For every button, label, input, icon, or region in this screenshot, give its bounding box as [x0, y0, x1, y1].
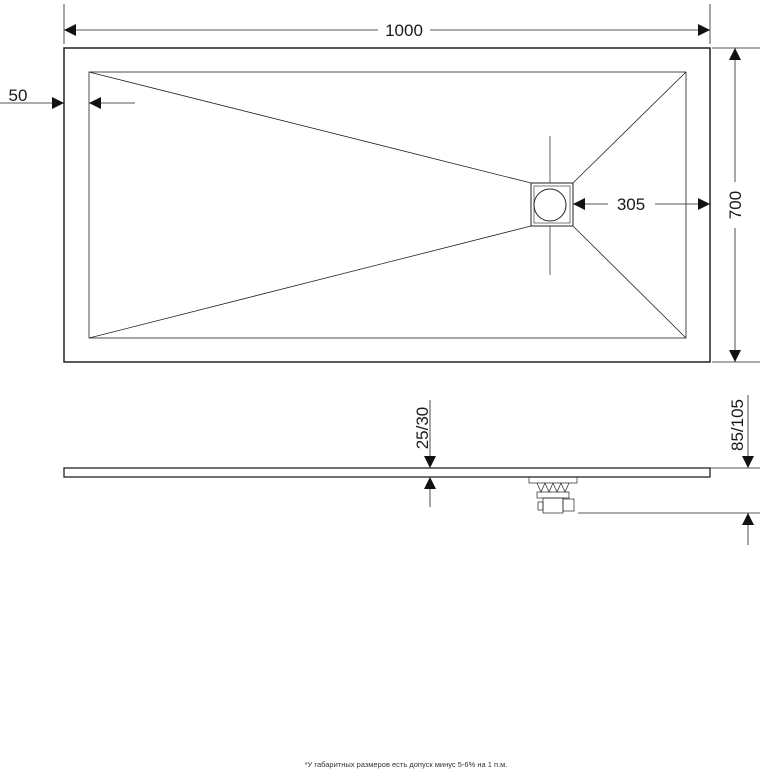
total-height-label: 85/105: [728, 399, 747, 451]
drain-siphon: [528, 476, 578, 514]
depth-label: 700: [726, 191, 745, 219]
dimension-width: [63, 4, 711, 44]
side-view: [63, 467, 711, 514]
tray-outline: [63, 47, 711, 363]
tray-thickness-label: 25/30: [413, 407, 432, 450]
slope-lines: [88, 71, 687, 339]
drain: [530, 136, 574, 275]
drain-offset-label: 305: [617, 195, 645, 214]
tolerance-footnote: *У габаритных размеров есть допуск минус…: [305, 760, 508, 769]
tray-inner-outline: [88, 71, 687, 339]
tray-profile: [63, 467, 711, 478]
top-view: [63, 47, 711, 363]
dimension-total-height: [578, 395, 760, 545]
dimension-depth: [712, 47, 760, 363]
width-label: 1000: [385, 21, 423, 40]
rim-label: 50: [9, 86, 28, 105]
